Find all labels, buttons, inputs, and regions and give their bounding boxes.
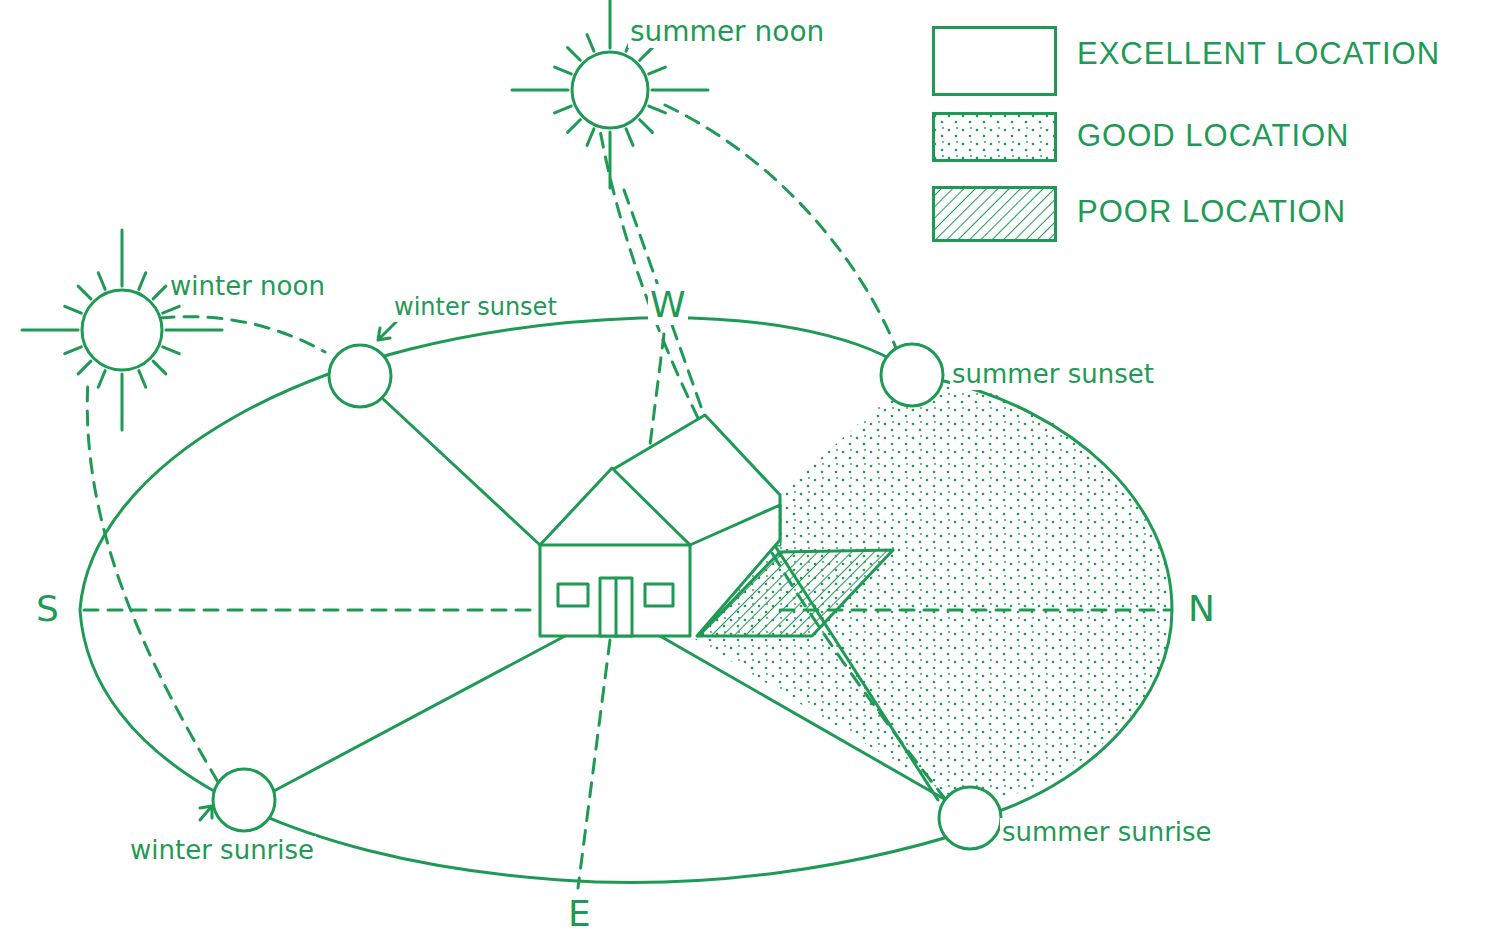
compass-letter: S	[34, 588, 61, 629]
legend-text: GOOD LOCATION	[1077, 118, 1350, 154]
sun-ray	[568, 120, 581, 133]
good-region-outline	[940, 380, 1172, 812]
compass-letter: E	[566, 893, 593, 934]
sun-ray	[22, 329, 78, 332]
sun-ray	[78, 286, 91, 299]
sun-ray	[640, 48, 653, 61]
house	[540, 415, 780, 636]
compass-letter: W	[648, 284, 688, 325]
legend-swatch	[932, 186, 1057, 242]
sun-ray	[78, 361, 91, 374]
legend-swatch	[932, 112, 1057, 162]
sun-label: summer sunrise	[1000, 818, 1214, 848]
sight-lines	[272, 190, 946, 800]
legend-text: EXCELLENT LOCATION	[1077, 36, 1440, 72]
sun-ray	[163, 306, 180, 313]
sun-ray	[121, 374, 124, 430]
sun-ray	[555, 67, 572, 74]
sun-label: winter sunset	[392, 294, 559, 322]
sun-ray	[568, 48, 581, 61]
horizon-ellipse	[80, 318, 1000, 883]
sun-ray	[98, 273, 105, 290]
good-region	[690, 375, 1172, 808]
sun-ray	[609, 0, 612, 48]
winter-noon-sun	[82, 290, 162, 370]
sun-ray	[649, 67, 666, 74]
sun-ray	[139, 371, 146, 388]
sun-label: winter sunrise	[128, 836, 316, 866]
sun-ray	[153, 361, 166, 374]
sun-ray	[609, 132, 612, 188]
sun-ray	[652, 89, 708, 92]
compass-letter: N	[1186, 588, 1217, 629]
sun-label: summer sunset	[950, 360, 1156, 390]
horizon-suns	[213, 344, 1001, 849]
sun-ray	[98, 371, 105, 388]
legend-text: POOR LOCATION	[1077, 194, 1346, 230]
legend-swatch	[932, 26, 1057, 96]
sun-ray	[626, 129, 633, 146]
sun-label: summer noon	[628, 16, 826, 48]
sun-ray	[640, 120, 653, 133]
sun-ray	[121, 230, 124, 286]
sun-ray	[512, 89, 568, 92]
sun-label: winter noon	[168, 272, 327, 302]
sun-ray	[139, 273, 146, 290]
compass-lines	[84, 105, 1170, 888]
summer-noon-sun	[572, 52, 648, 128]
sun-ray	[163, 347, 180, 354]
sun-ray	[587, 129, 594, 146]
sun-ray	[153, 286, 166, 299]
sun-ray	[65, 347, 82, 354]
sun-ray	[649, 106, 666, 113]
sun-ray	[65, 306, 82, 313]
sun-ray	[555, 106, 572, 113]
sun-ray	[166, 329, 222, 332]
sun-ray	[587, 35, 594, 52]
pointer-arrows	[200, 318, 400, 820]
